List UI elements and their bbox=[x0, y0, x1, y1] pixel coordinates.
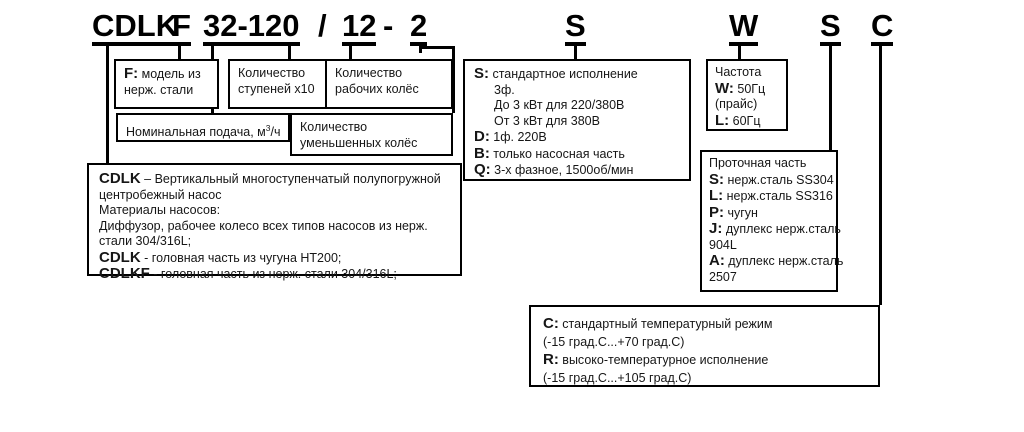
flow-part-j-val: дуплекс нерж.сталь bbox=[722, 222, 841, 236]
cdlk-desc-l1-key: CDLK bbox=[99, 170, 141, 187]
flow-part-s-key: S: bbox=[709, 170, 724, 188]
cdlk-desc-l2: центробежный насос bbox=[99, 187, 222, 202]
flow-part-j-key: J: bbox=[709, 220, 723, 237]
frequency-title: Частота bbox=[715, 65, 762, 79]
code-segment-s-flow: S bbox=[820, 10, 841, 46]
connector-cdlk bbox=[106, 46, 109, 163]
connector-execution bbox=[574, 46, 577, 59]
connector-temperature bbox=[879, 46, 882, 305]
box-model-f-key: F: bbox=[124, 65, 139, 82]
exec-b-key: B: bbox=[474, 144, 490, 162]
cdlk-desc-l7-key: CDLKF bbox=[99, 265, 150, 282]
frequency-w-key: W: bbox=[715, 79, 734, 97]
connector-reduced-seg2 bbox=[419, 46, 455, 49]
flow-part-a-key: A: bbox=[709, 252, 725, 269]
cdlk-desc-l1-rest: – Вертикальный многоступенчатый полупогр… bbox=[140, 172, 441, 186]
box-flow-part: Проточная часть S: нерж.сталь SS304 L: н… bbox=[700, 150, 843, 292]
exec-s-key: S: bbox=[474, 65, 489, 82]
temp-c-key: C: bbox=[543, 315, 559, 332]
cdlk-desc-l5: стали 304/316L; bbox=[99, 234, 192, 248]
box-impellers-line2: рабочих колёс bbox=[335, 81, 419, 96]
connector-stages bbox=[288, 46, 291, 59]
code-segment-f: F bbox=[172, 10, 191, 46]
code-separator-dash: - bbox=[383, 8, 394, 43]
exec-s-sub2: До 3 кВт для 220/380В bbox=[494, 98, 625, 112]
box-temperature: C: стандартный температурный режим (-15 … bbox=[529, 305, 880, 387]
cdlk-desc-l6-key: CDLK bbox=[99, 248, 141, 266]
flow-part-p-key: P: bbox=[709, 203, 724, 221]
code-separator-slash: / bbox=[318, 8, 327, 43]
temp-r-key: R: bbox=[543, 351, 559, 368]
code-segment-w-freq: W bbox=[729, 10, 759, 46]
box-execution: S: стандартное исполнение 3ф. До 3 кВт д… bbox=[463, 59, 691, 181]
flow-part-p-val: чугун bbox=[724, 205, 758, 220]
code-segment-12: 12 bbox=[342, 10, 377, 46]
box-nominal-flow: Номинальная подача, м3/ч bbox=[116, 113, 290, 142]
flow-part-j-val2: 904L bbox=[709, 237, 737, 252]
box-nominal-flow-label: Номинальная подача, м bbox=[126, 125, 266, 140]
flow-part-a-val2: 2507 bbox=[709, 269, 737, 284]
connector-impellers bbox=[349, 46, 352, 59]
box-impellers-line1: Количество bbox=[335, 66, 403, 80]
cdlk-desc-l3: Материалы насосов: bbox=[99, 203, 221, 217]
exec-q-key: Q: bbox=[474, 161, 491, 178]
box-model-f-line2: нерж. стали bbox=[124, 82, 194, 97]
exec-s-sub1: 3ф. bbox=[494, 82, 515, 97]
flow-part-s-val: нерж.сталь SS304 bbox=[724, 172, 834, 187]
temp-c-val: стандартный температурный режим bbox=[558, 317, 773, 331]
cdlk-desc-l4: Диффузор, рабочее колесо всех типов насо… bbox=[99, 218, 428, 233]
box-stages-line1: Количество bbox=[238, 66, 306, 80]
box-reduced-impellers: Количество уменьшенных колёс bbox=[290, 113, 453, 156]
exec-d-key: D: bbox=[474, 128, 490, 145]
box-reduced-impellers-line1: Количество bbox=[300, 120, 368, 134]
exec-q-val: 3-х фазное, 1500об/мин bbox=[490, 163, 634, 177]
connector-frequency bbox=[738, 46, 741, 59]
code-segment-32-120: 32-120 bbox=[203, 10, 300, 46]
exec-s-sub3: От 3 кВт для 380В bbox=[494, 113, 600, 128]
box-impellers: Количество рабочих колёс bbox=[325, 59, 453, 109]
connector-reduced-seg3 bbox=[452, 46, 455, 113]
code-segment-2: 2 bbox=[410, 10, 428, 46]
connector-flow-part bbox=[829, 46, 832, 150]
frequency-l-key: L: bbox=[715, 111, 730, 129]
temp-r-val: высоко-температурное исполнение bbox=[558, 353, 769, 367]
temp-r-range: (-15 град.С...+105 град.С) bbox=[543, 371, 692, 385]
cdlk-desc-l7-rest: - головная часть из нерж. стали 304/316L… bbox=[149, 267, 397, 281]
connector-reduced-seg1 bbox=[419, 46, 422, 53]
box-cdlk-description: CDLK – Вертикальный многоступенчатый пол… bbox=[87, 163, 462, 281]
frequency-l-val: 60Гц bbox=[729, 113, 761, 128]
cdlk-desc-l6-rest: - головная часть из чугуна HT200; bbox=[140, 250, 342, 265]
exec-b-val: только насосная часть bbox=[489, 146, 625, 161]
connector-f bbox=[178, 46, 181, 59]
flow-part-a-val: дуплекс нерж.сталь bbox=[724, 254, 844, 268]
box-model-f: F: модель из нерж. стали bbox=[114, 59, 219, 109]
code-segment-cdlk: CDLK bbox=[92, 10, 179, 46]
code-segment-c-temp: C bbox=[871, 10, 894, 46]
box-reduced-impellers-line2: уменьшенных колёс bbox=[300, 135, 418, 150]
box-nominal-flow-unit: /ч bbox=[270, 125, 281, 140]
code-segment-s-exec: S bbox=[565, 10, 586, 46]
frequency-price: (прайс) bbox=[715, 97, 758, 111]
exec-s-val: стандартное исполнение bbox=[489, 67, 638, 81]
box-nominal-flow-sup: 3 bbox=[265, 123, 271, 133]
frequency-w-val: 50Гц bbox=[733, 81, 766, 96]
flow-part-title: Проточная часть bbox=[709, 156, 807, 170]
flow-part-l-val: нерж.сталь SS316 bbox=[723, 189, 833, 203]
box-stages-line2: ступеней х10 bbox=[238, 81, 315, 96]
box-frequency: Частота W: 50Гц (прайс) L: 60Гц bbox=[706, 59, 788, 131]
box-model-f-line1: модель из bbox=[138, 67, 201, 81]
flow-part-l-key: L: bbox=[709, 187, 724, 204]
temp-c-range: (-15 град.С...+70 град.С) bbox=[543, 335, 685, 349]
exec-d-val: 1ф. 220В bbox=[489, 130, 547, 144]
